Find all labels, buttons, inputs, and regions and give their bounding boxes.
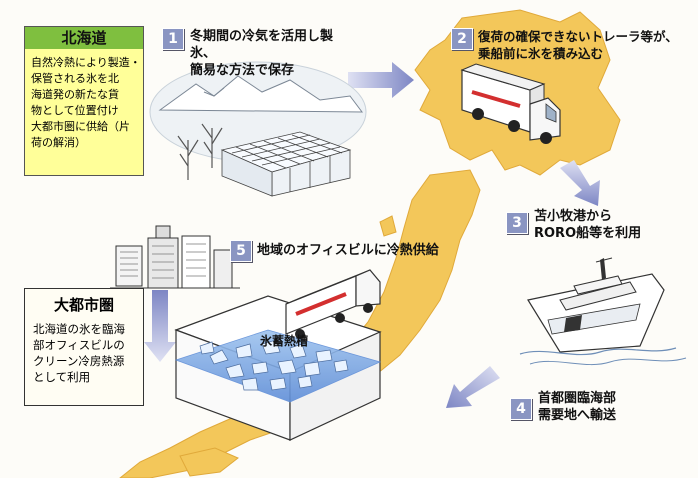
hokkaido-info-box: 北海道 自然冷熱により製造・ 保管される氷を北 海道発の新たな貨 物として位置付…	[24, 26, 144, 176]
step-4-badge: 4	[510, 398, 532, 420]
metro-title: 大都市圏	[53, 296, 114, 314]
step-2-text: 復荷の確保できないトレーラ等が、 乗船前に氷を積み込む	[478, 29, 678, 61]
step-2-badge: 2	[451, 28, 473, 50]
step-1-badge: 1	[162, 28, 184, 50]
step-4-text: 首都圏臨海部 需要地へ輸送	[538, 391, 617, 423]
hokkaido-description: 自然冷熱により製造・ 保管される氷を北 海道発の新たな貨 物として位置付け 大都…	[31, 56, 141, 149]
hokkaido-title: 北海道	[25, 27, 143, 49]
step-1-text: 冬期間の冷気を活用し製氷、 簡易な方法で保存	[190, 29, 334, 78]
hokkaido-snow-scene	[149, 61, 367, 197]
bare-trees	[177, 123, 223, 180]
office-buildings	[110, 225, 240, 289]
flow-arrow-2-to-3	[560, 160, 600, 206]
shikoku-island	[179, 447, 239, 477]
roro-ship	[519, 257, 687, 366]
sado-island	[379, 215, 397, 237]
trailer-truck-metro	[285, 269, 381, 339]
ice-storage-tank	[174, 295, 382, 441]
step-5-text: 地域のオフィスビルに冷熱供給	[257, 243, 439, 258]
trailer-truck-hokkaido	[460, 63, 561, 144]
step-3-text: 苫小牧港から RORO船等を利用	[534, 209, 642, 241]
step-3-badge: 3	[506, 212, 528, 234]
ice-block-grid	[220, 131, 352, 197]
flow-arrow-1-to-2	[348, 62, 414, 98]
flow-arrow-3-to-4	[446, 366, 500, 408]
step-5-badge: 5	[230, 240, 252, 262]
ice-chunks	[199, 339, 349, 391]
ice-storage-label: 氷蓄熱槽	[260, 334, 309, 348]
flow-arrow-tank-to-buildings	[144, 290, 176, 362]
metro-info-box: 大都市圏 北海道の氷を臨海 部オフィスビルの クリーン冷房熱源 として利用	[24, 288, 144, 406]
metro-description: 北海道の氷を臨海 部オフィスビルの クリーン冷房熱源 として利用	[33, 322, 125, 384]
